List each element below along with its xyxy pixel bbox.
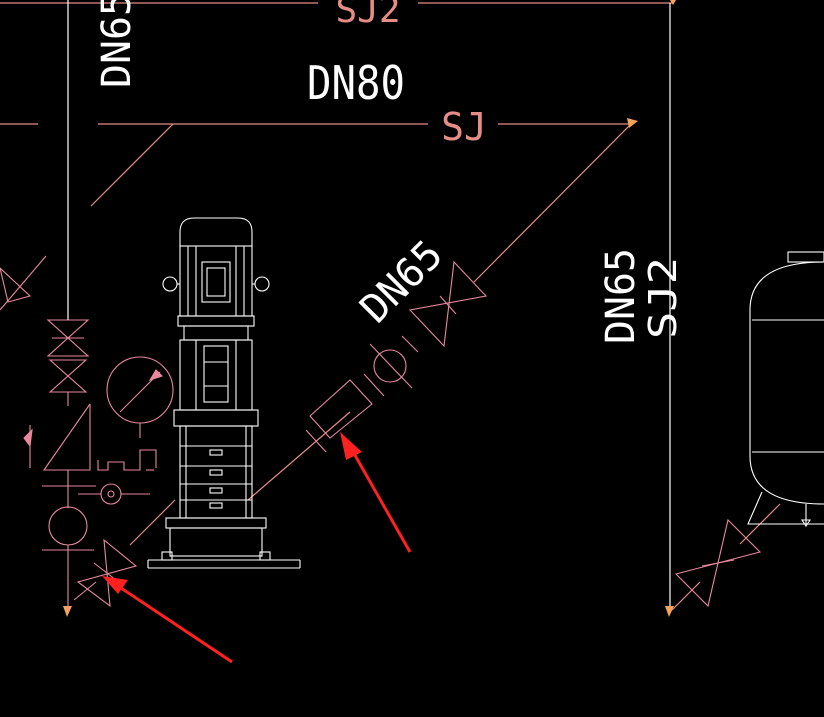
flexible-joint — [305, 373, 385, 453]
pipe-diag-to-left-valve — [129, 499, 176, 546]
label-sj2-top: SJ2 — [335, 0, 400, 31]
pressure-tank-icon — [747, 251, 824, 527]
union-fitting — [42, 506, 94, 610]
end-marker-top-right — [670, 0, 676, 5]
gate-valve-icon — [674, 518, 762, 608]
pipe-diag-main-lower — [247, 411, 351, 501]
label-sj-mid: SJ — [441, 105, 487, 149]
label-sj2-right: SJ2 — [641, 257, 685, 339]
end-markers — [63, 0, 676, 617]
pipe-diag-right-lower — [671, 581, 701, 611]
gate-valve-icon — [408, 260, 488, 348]
gate-valve-icon — [0, 255, 47, 311]
label-dn65-diag: DN65 — [352, 232, 452, 332]
check-valve-icon — [42, 403, 96, 508]
labels: SJ2 DN80 DN65 SJ DN65 DN65 SJ2 — [94, 0, 685, 344]
check-valve-icon — [48, 359, 88, 393]
pressure-gauge-icon — [78, 356, 174, 505]
end-marker-right — [665, 606, 674, 617]
red-annotation-arrow-icon — [102, 576, 233, 664]
vertical-multistage-pump-icon — [147, 217, 301, 569]
annotation-arrows — [102, 432, 412, 664]
label-dn65-left: DN65 — [94, 0, 140, 88]
gate-valve-icon — [46, 318, 90, 357]
red-annotation-arrow-icon — [340, 432, 412, 553]
pipe-diag-main-upper — [473, 120, 635, 283]
arrow-head-sj — [627, 118, 638, 128]
left-valve-cluster — [0, 255, 174, 610]
check-valve-icon — [369, 335, 419, 389]
pipe-diag-upper-left — [90, 123, 174, 207]
flag-marker — [23, 428, 33, 448]
end-marker-left — [63, 606, 72, 617]
label-dn65-right: DN65 — [598, 248, 644, 344]
label-dn80: DN80 — [307, 56, 405, 110]
diagonal-valve-group — [305, 260, 488, 453]
